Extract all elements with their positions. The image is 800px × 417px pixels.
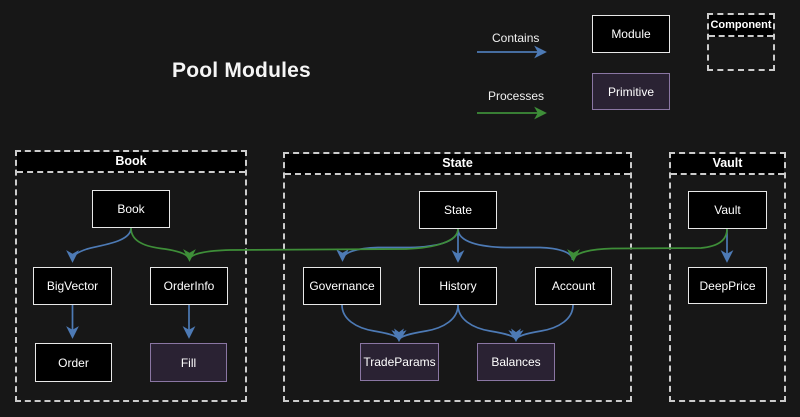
- page-title: Pool Modules: [172, 59, 311, 82]
- legend-processes-label: Processes: [488, 89, 545, 103]
- node-state: State: [419, 191, 497, 229]
- state-container-title: State: [285, 154, 630, 175]
- node-bigvector: BigVector: [33, 267, 112, 305]
- book-container: Book: [15, 150, 247, 402]
- node-orderinfo: OrderInfo: [150, 267, 228, 305]
- node-tradeparams: TradeParams: [360, 343, 439, 381]
- legend-module-sample: Module: [592, 15, 670, 53]
- legend-module-label: Module: [611, 27, 651, 41]
- node-vault: Vault: [688, 191, 767, 229]
- node-order: Order: [35, 343, 112, 382]
- node-governance: Governance: [303, 267, 381, 305]
- legend-component-sample: Component: [707, 13, 775, 71]
- node-book: Book: [92, 190, 170, 228]
- vault-container: Vault: [669, 152, 786, 402]
- legend-primitive-sample: Primitive: [592, 73, 670, 110]
- vault-container-title: Vault: [671, 154, 784, 175]
- node-deepprice: DeepPrice: [688, 267, 767, 304]
- book-container-title: Book: [17, 152, 245, 173]
- legend-component-label: Component: [709, 15, 773, 37]
- node-balances: Balances: [477, 343, 555, 381]
- legend-primitive-label: Primitive: [607, 84, 654, 99]
- node-fill: Fill: [150, 343, 227, 382]
- legend-contains-label: Contains: [492, 31, 540, 45]
- node-account: Account: [535, 267, 612, 305]
- node-history: History: [419, 267, 497, 305]
- state-container: State: [283, 152, 632, 402]
